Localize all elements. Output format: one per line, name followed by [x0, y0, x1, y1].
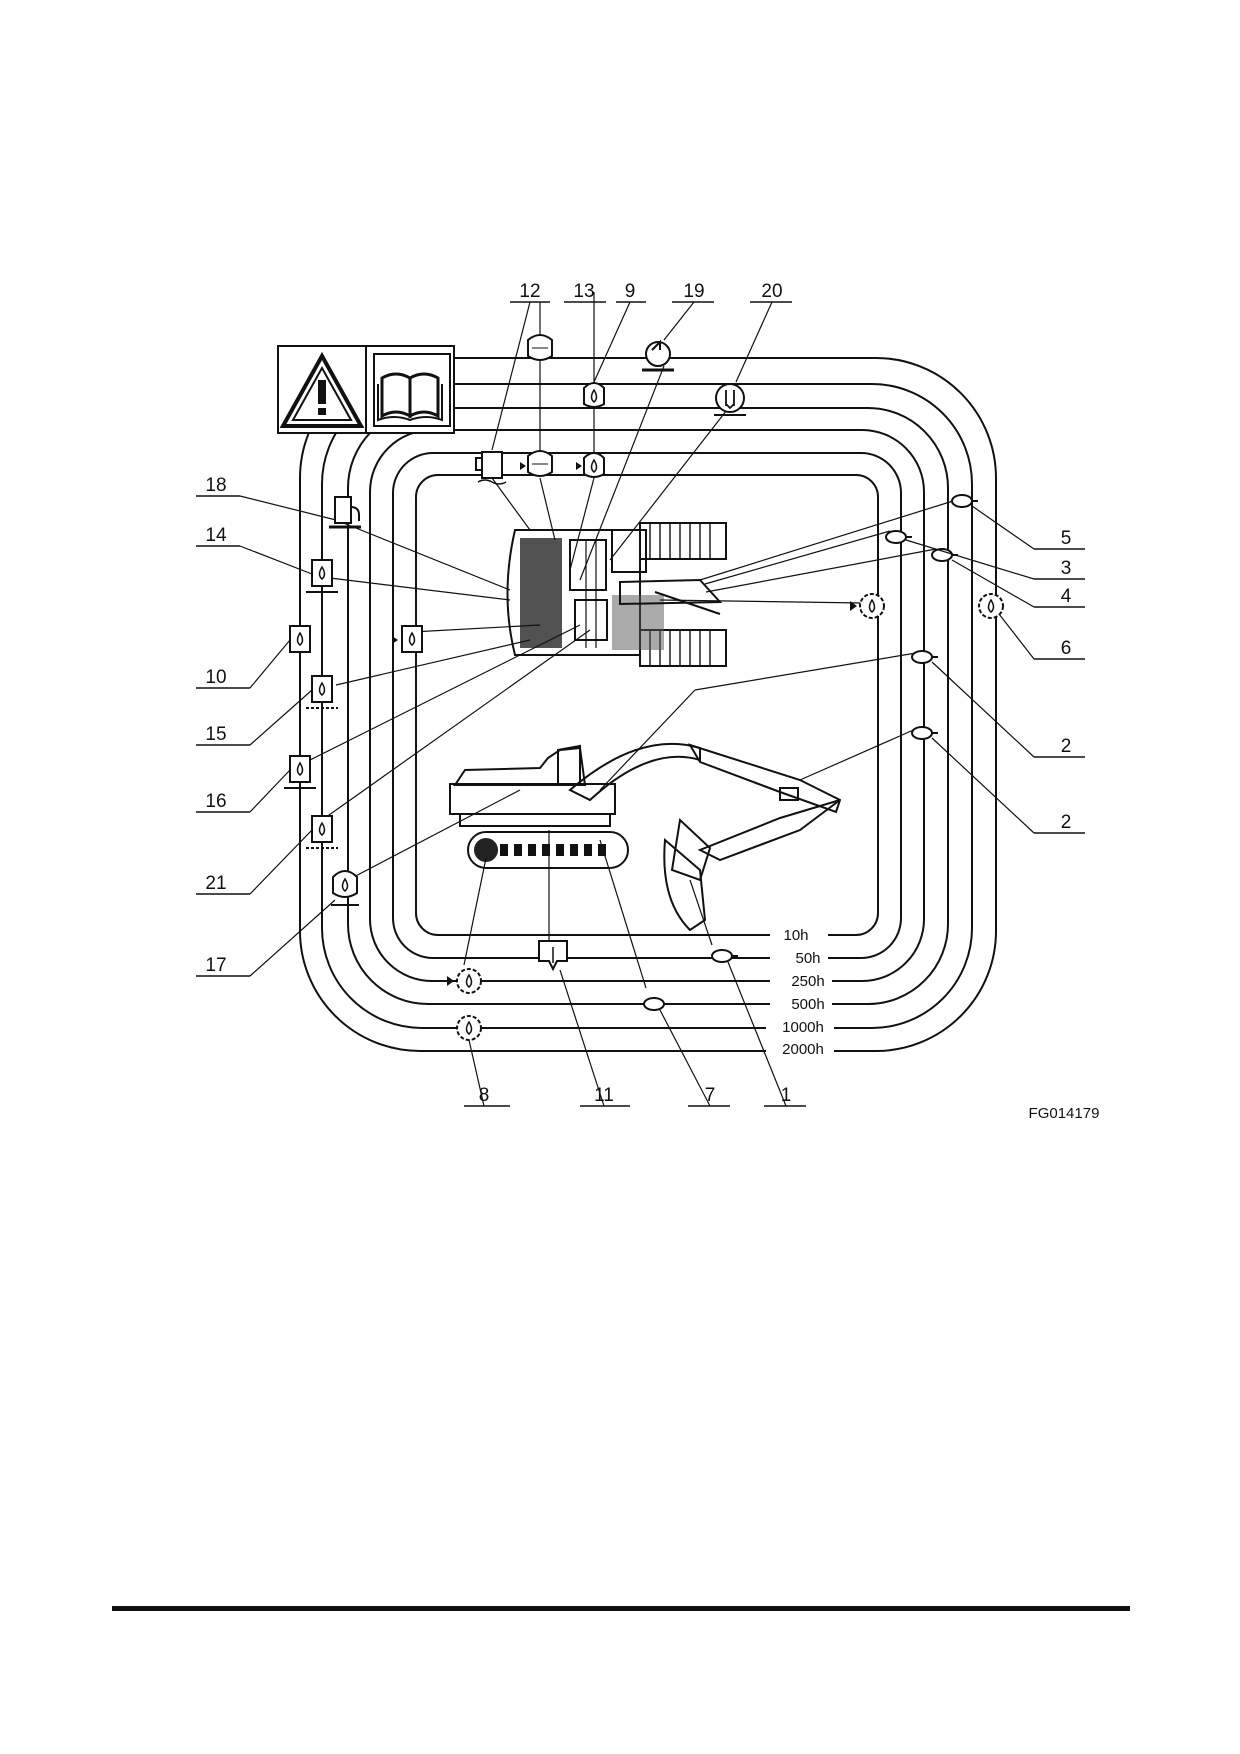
callout-15: 15: [205, 724, 226, 745]
excavator-side-view: [449, 742, 842, 932]
grease-nipple-icon: [911, 726, 938, 740]
oil-tank-icon: [289, 625, 311, 653]
ring-500h: [347, 407, 949, 1005]
open-book-icon: [373, 353, 451, 427]
oil-drop-icon: [331, 870, 359, 906]
callout-8: 8: [479, 1085, 490, 1106]
callout-19: 19: [683, 281, 704, 302]
oil-drop-icon: [576, 452, 605, 478]
callout-5: 5: [1061, 528, 1072, 549]
ring-1000h: [321, 383, 973, 1029]
radiator-icon: [714, 383, 746, 416]
service-symbols: [284, 334, 1004, 1041]
callout-16: 16: [205, 791, 226, 812]
figure-code: FG014179: [1029, 1105, 1100, 1122]
belt-icon: [642, 339, 674, 372]
callout-1: 1: [781, 1085, 792, 1106]
callout-6: 6: [1061, 638, 1072, 659]
grease-nipple-icon: [885, 530, 912, 544]
interval-label-50h: 50h: [795, 950, 820, 967]
grease-nipple-icon: [643, 997, 670, 1011]
callout-labels: 12 13 9 19 20 18 14 10 15 16 21 17 5 3 4…: [196, 281, 1085, 1107]
gear-oil-icon: [978, 593, 1004, 619]
ring-50h: [392, 452, 902, 959]
grease-nipple-icon: [711, 949, 738, 963]
callout-3: 3: [1061, 558, 1072, 579]
header-icons: [277, 345, 455, 434]
gear-oil-icon: [447, 968, 482, 994]
callout-connectors: [239, 301, 1035, 1107]
callout-11: 11: [594, 1085, 614, 1106]
leader-lines: [299, 292, 954, 989]
oil-tank-icon: [306, 559, 338, 593]
callout-21: 21: [205, 873, 226, 894]
air-filter-icon: [527, 334, 553, 361]
callout-2: 2: [1061, 812, 1072, 833]
callout-14: 14: [205, 525, 227, 546]
interval-label-1000h: 1000h: [782, 1019, 824, 1036]
oil-drop-icon: [583, 382, 605, 408]
fuel-pump-icon: [329, 496, 361, 529]
ring-10h: [415, 474, 879, 936]
oil-tank-icon: [306, 815, 338, 849]
oil-tank-icon: [306, 675, 338, 709]
callout-13: 13: [573, 281, 594, 302]
callout-9: 9: [625, 281, 636, 302]
air-filter-icon: [520, 450, 553, 477]
interval-label-250h: 250h: [791, 973, 824, 990]
gear-oil-icon: [456, 1015, 482, 1041]
excavator-top-view: [506, 522, 727, 667]
callout-4: 4: [1061, 586, 1072, 607]
callout-10: 10: [205, 667, 226, 688]
interval-rings: [299, 357, 997, 1052]
interval-label-10h: 10h: [783, 927, 808, 944]
callout-18: 18: [205, 475, 226, 496]
oil-tank-icon: [392, 625, 423, 653]
callout-12: 12: [519, 281, 540, 302]
callout-2: 2: [1061, 736, 1072, 757]
gear-oil-icon: [850, 593, 885, 619]
interval-label-500h: 500h: [791, 996, 824, 1013]
oil-tank-icon: [284, 755, 316, 789]
warning-triangle-icon: [279, 351, 365, 428]
interval-labels: 10h 50h 250h 500h 1000h 2000h: [766, 924, 834, 1058]
drain-icon: [538, 940, 568, 972]
callout-7: 7: [705, 1085, 716, 1106]
grease-nipple-icon: [911, 650, 938, 664]
callout-17: 17: [205, 955, 226, 976]
filter-icon: [475, 451, 507, 485]
callout-20: 20: [761, 281, 782, 302]
interval-label-2000h: 2000h: [782, 1041, 824, 1058]
grease-nipple-icon: [951, 494, 978, 508]
page-bottom-rule: [112, 1606, 1130, 1611]
ring-250h: [369, 429, 925, 982]
